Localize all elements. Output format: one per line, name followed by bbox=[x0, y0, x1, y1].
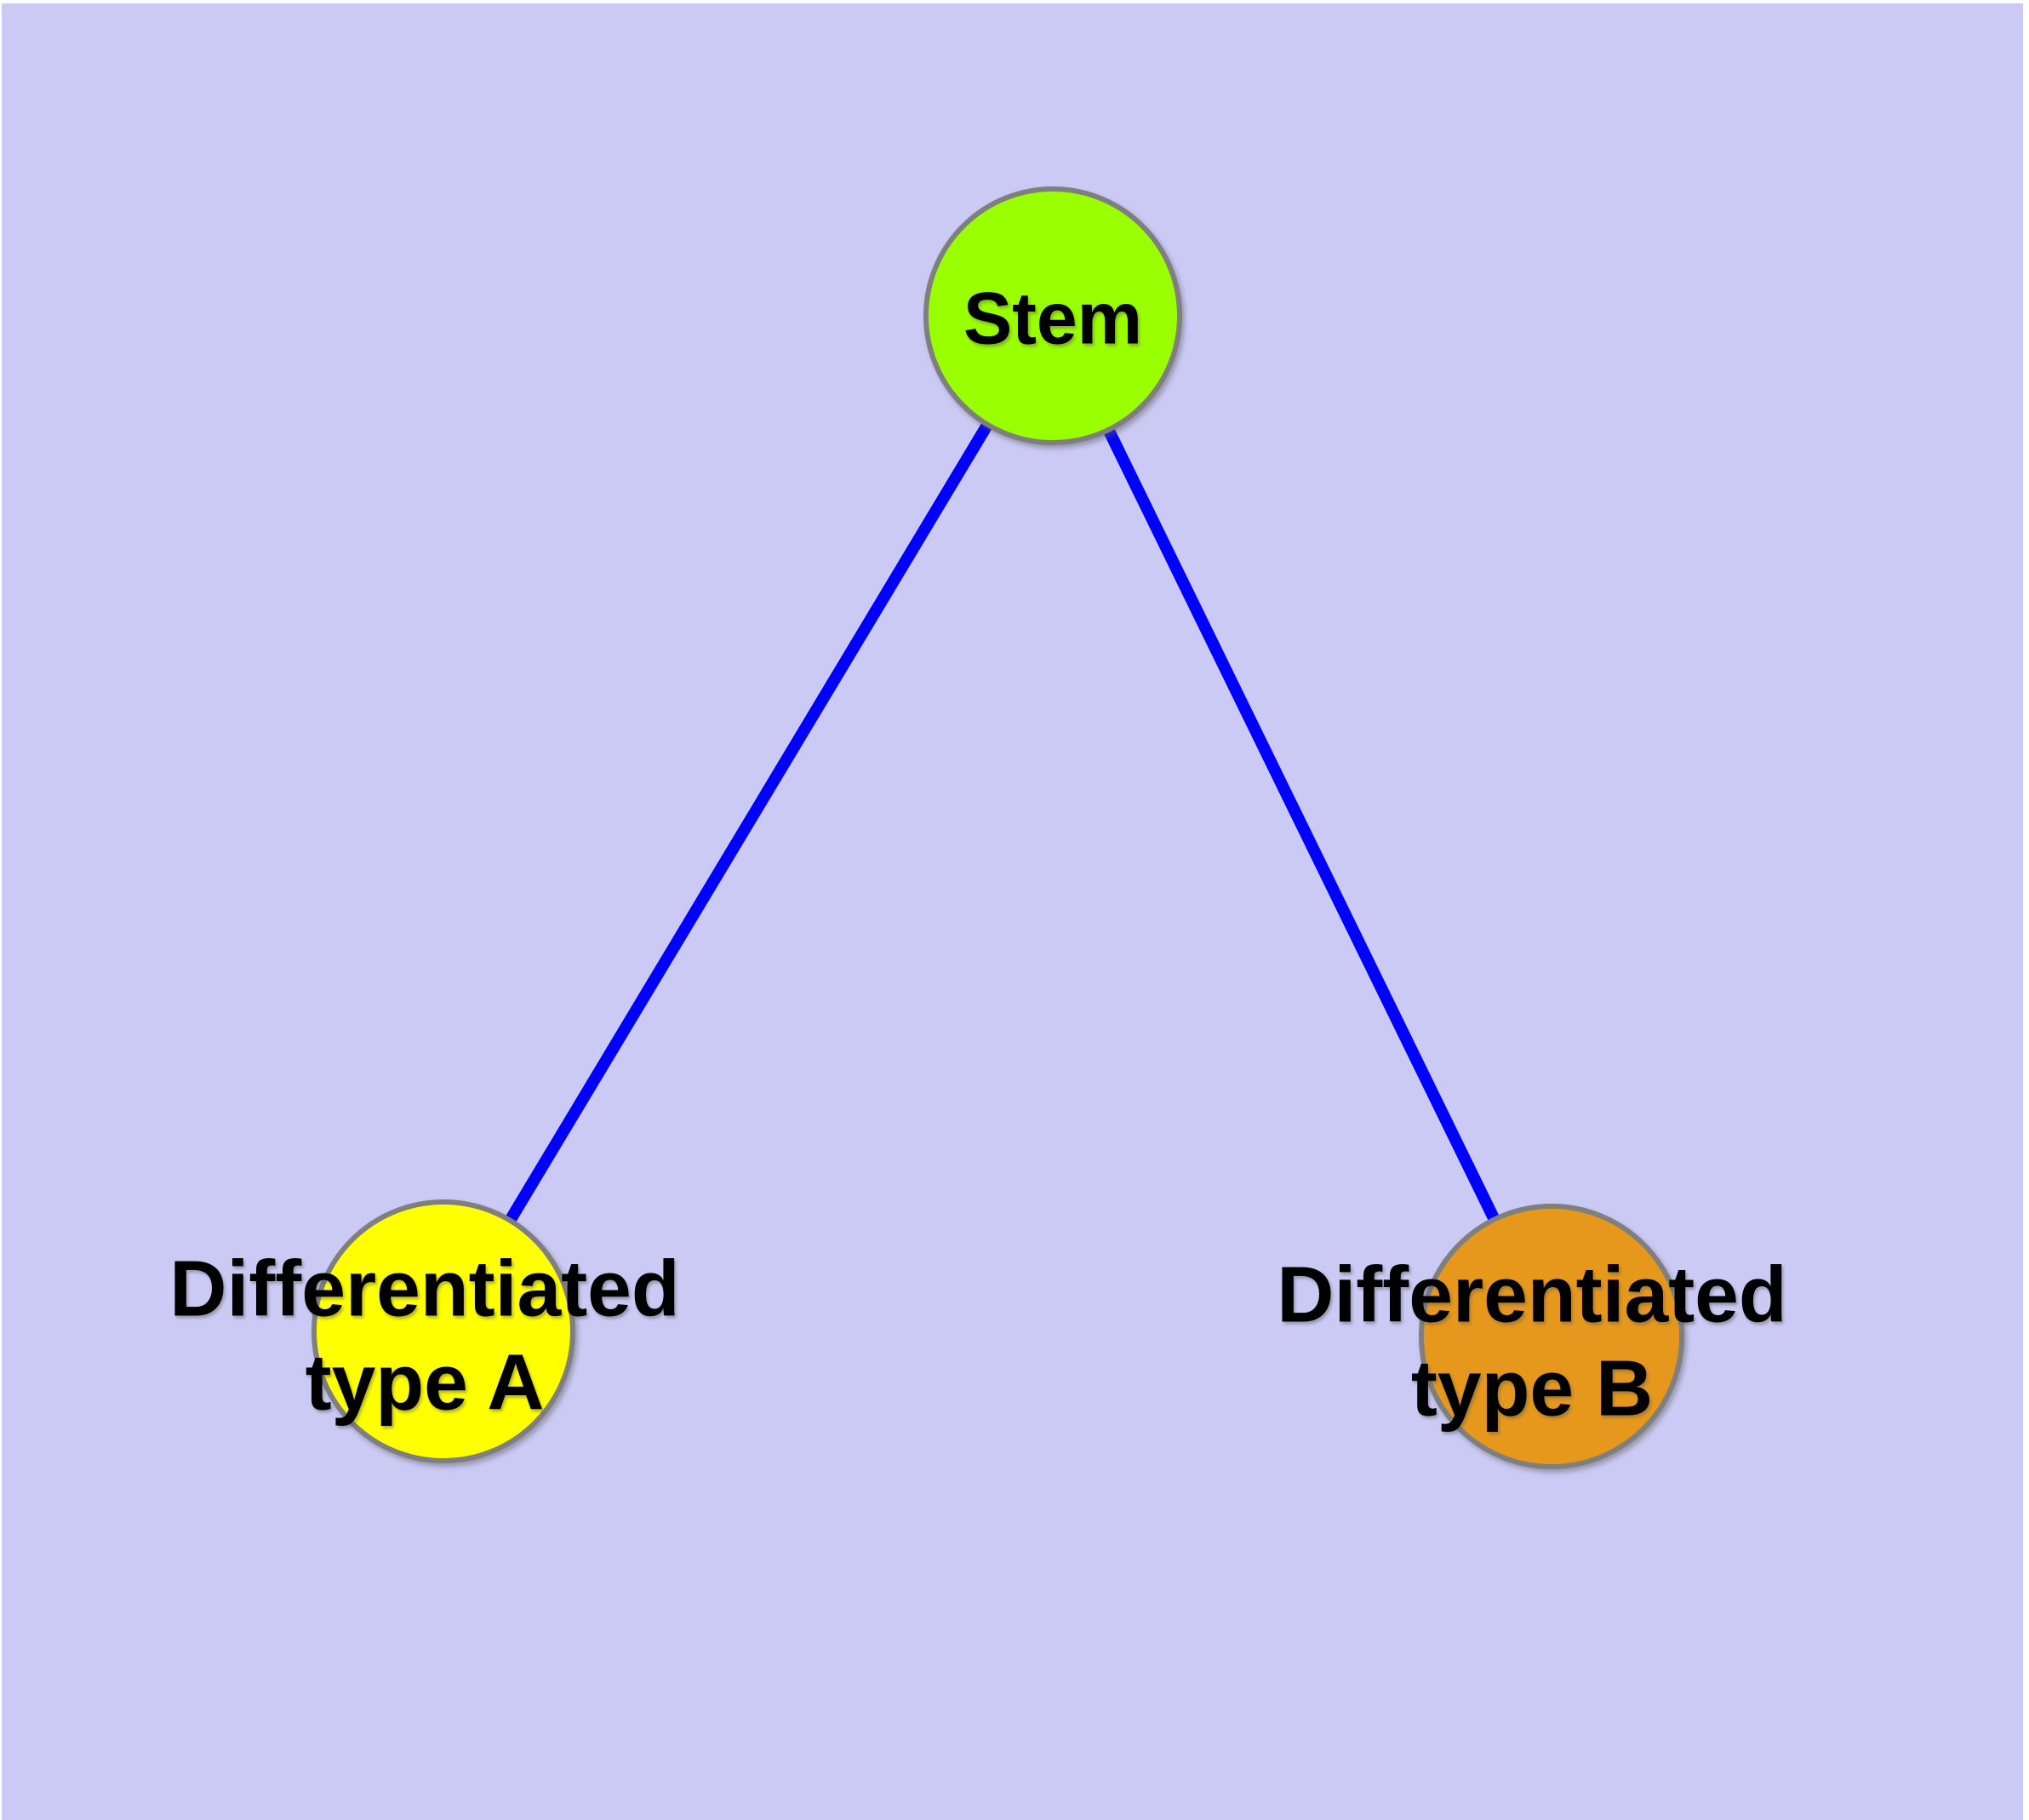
edge-stem-to-type-b bbox=[1047, 312, 1557, 1340]
node-stem-circle bbox=[923, 186, 1182, 445]
node-type-b-label-line2: type B bbox=[1410, 1343, 1654, 1432]
node-type-a-label-line2: type A bbox=[305, 1337, 545, 1426]
node-type-b-label-line1: Differentiated bbox=[1277, 1250, 1787, 1339]
node-type-a-label-line1: Differentiated bbox=[169, 1244, 680, 1333]
node-type-a-circle bbox=[311, 1199, 575, 1463]
edge-stem-to-type-a bbox=[437, 312, 1059, 1335]
node-type-a-label: Differentiated type A bbox=[169, 1242, 679, 1428]
node-type-b-label: Differentiated type B bbox=[1277, 1248, 1786, 1434]
node-type-b-circle bbox=[1419, 1204, 1684, 1469]
node-stem-label: Stem bbox=[963, 278, 1143, 360]
